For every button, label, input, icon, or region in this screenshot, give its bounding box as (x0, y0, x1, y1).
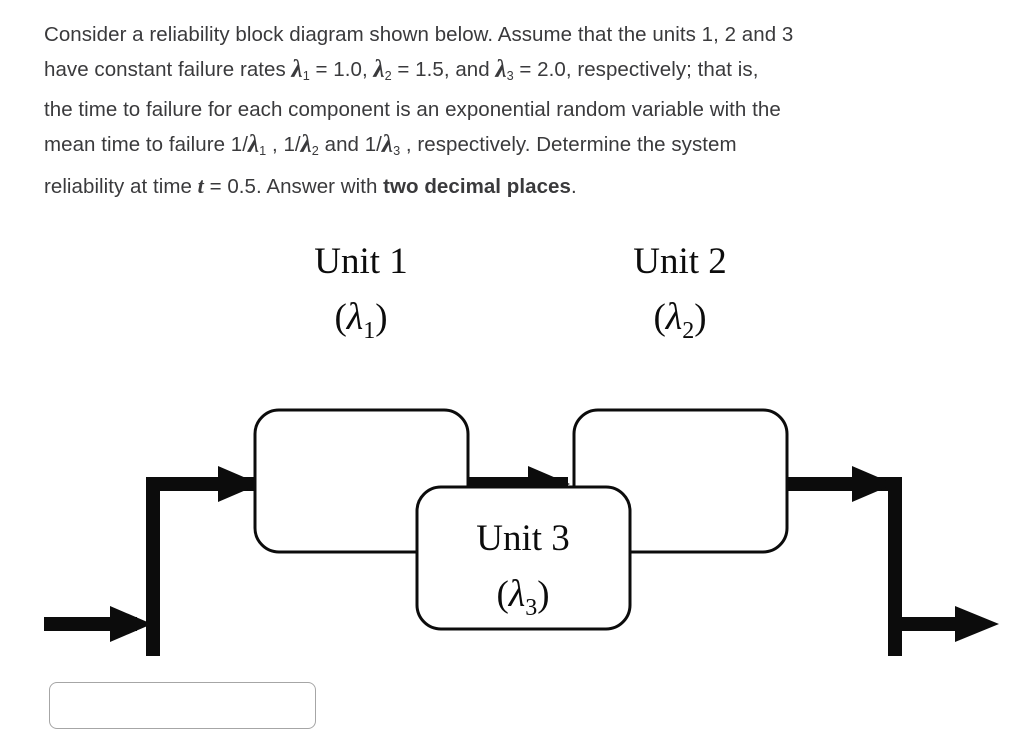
mttf-lambda-symbol-3: λ (381, 130, 394, 158)
lambda-subscript-2: 2 (384, 67, 392, 83)
system-input-arrow (44, 606, 152, 642)
unit2-lambda-icon: λ (665, 296, 682, 338)
mttf-lambda-symbol-2: λ (300, 130, 312, 158)
lambda-1-value: = 1.0, (309, 57, 374, 81)
question-line-4-text-d: , respectively. Determine the system (400, 132, 737, 156)
unit3-lambda-icon: λ (508, 573, 525, 615)
unit1-lambda-subscript: 1 (363, 318, 375, 344)
unit3-box[interactable] (415, 485, 632, 631)
mttf-lambda-symbol-1: λ (247, 130, 260, 158)
unit2-lambda-subscript: 2 (682, 318, 694, 344)
unit2-paren-open: ( (653, 297, 665, 338)
question-line-4-text-b: , 1/ (266, 132, 301, 156)
system-output-arrow (892, 606, 999, 642)
question-line-5-text-a: reliability at time (44, 174, 198, 198)
unit1-paren-open: ( (334, 297, 346, 338)
lambda-symbol-1: λ (291, 55, 303, 83)
unit3-rate: (λ3) (496, 573, 549, 621)
question-line-5: reliability at time t = 0.5. Answer with… (44, 169, 1004, 205)
unit2-to-right-node-arrow (786, 466, 894, 502)
answer-input[interactable] (49, 682, 316, 729)
lambda-2-value: = 1.5, and (391, 57, 496, 81)
unit3-lambda-subscript: 3 (525, 595, 537, 621)
lambda-3-value: = 2.0, respectively; that is, (513, 57, 759, 81)
time-value: = 0.5. Answer with (203, 174, 384, 198)
question-line-1-text: Consider a reliability block diagram sho… (44, 23, 794, 46)
reliability-block-diagram: Unit 1 (λ1) Unit 2 (λ2) Unit 3 (λ3) (0, 196, 1024, 656)
unit1-paren-close: ) (375, 297, 387, 338)
question-line-4-text-c: and 1/ (318, 132, 382, 156)
unit1-title: Unit 1 (314, 241, 408, 282)
question-line-2: have constant failure rates λ1 = 1.0, λ2… (44, 53, 1004, 94)
mttf-lambda-subscript-1: 1 (259, 143, 267, 159)
unit1-box[interactable] (253, 408, 470, 554)
question-line-5-period: . (570, 174, 577, 198)
question-line-4-text-a: mean time to failure 1/ (44, 132, 248, 156)
unit3-paren-open: ( (496, 574, 508, 615)
lambda-subscript-1: 1 (302, 67, 310, 83)
question-line-2-text-a: have constant failure rates (44, 57, 292, 81)
diagram-connectors (44, 466, 999, 656)
unit1-block[interactable]: Unit 1 (λ1) (253, 241, 470, 554)
lambda-subscript-3: 3 (506, 67, 514, 83)
unit2-paren-close: ) (694, 297, 706, 338)
lambda-symbol-3: λ (495, 55, 507, 83)
right-vertical-bus (888, 477, 902, 656)
question-line-3: the time to failure for each component i… (44, 93, 1004, 128)
lambda-symbol-2: λ (373, 55, 385, 83)
question-text: Consider a reliability block diagram sho… (44, 18, 1004, 204)
question-line-3-text: the time to failure for each component i… (44, 98, 781, 122)
decimal-places-emphasis: two decimal places (383, 174, 571, 198)
mttf-lambda-subscript-2: 2 (311, 143, 319, 159)
unit3-block[interactable]: Unit 3 (λ3) (415, 485, 632, 631)
unit1-lambda-icon: λ (346, 296, 363, 338)
unit2-title: Unit 2 (633, 241, 727, 282)
time-variable-symbol: t (197, 172, 204, 198)
question-line-4: mean time to failure 1/λ1 , 1/λ2 and 1/λ… (44, 128, 1004, 169)
unit3-paren-close: ) (537, 574, 549, 615)
left-vertical-bus (146, 477, 160, 656)
mttf-lambda-subscript-3: 3 (393, 143, 401, 159)
unit3-title: Unit 3 (476, 518, 570, 559)
question-line-1: Consider a reliability block diagram sho… (44, 18, 1004, 53)
unit1-rate: (λ1) (334, 296, 387, 344)
unit2-rate: (λ2) (653, 296, 706, 344)
left-node-to-unit1-arrow (150, 466, 260, 502)
